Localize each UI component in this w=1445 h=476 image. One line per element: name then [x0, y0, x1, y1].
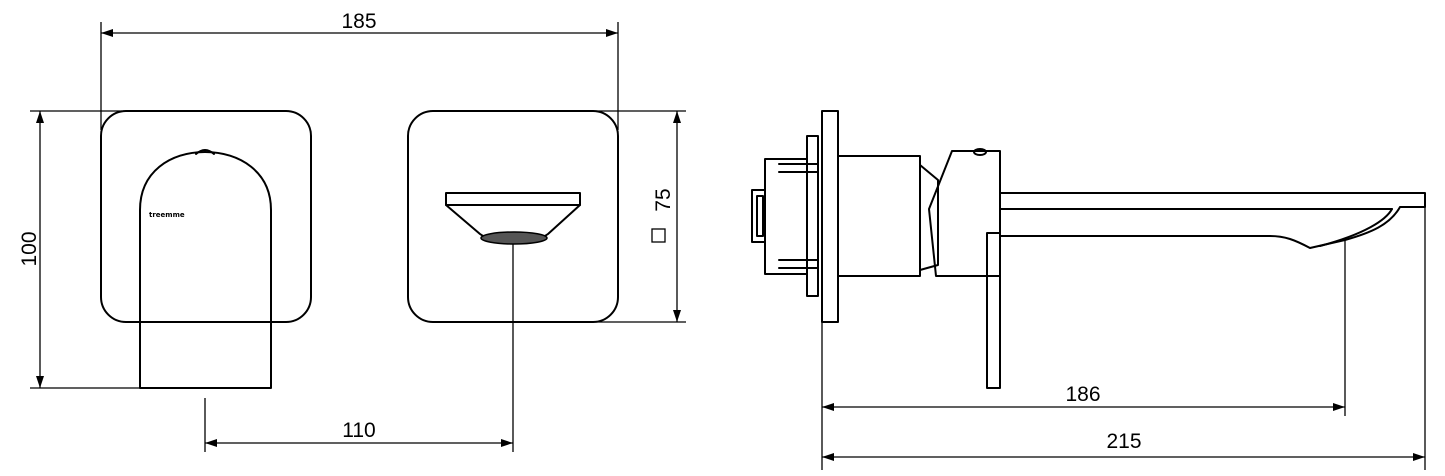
mixer-handle [139, 151, 272, 389]
dim-110: 110 [342, 419, 375, 442]
wall-plate [821, 110, 839, 323]
front-dimensions: 185 100 75 110 [18, 10, 686, 452]
mixer-plate [100, 110, 312, 323]
aerator [480, 231, 548, 245]
dim-100: 100 [18, 231, 41, 266]
front-view: treemme [100, 110, 666, 389]
handle-top-detail [195, 149, 215, 155]
dim-186: 186 [1065, 383, 1100, 406]
brand-logo: treemme [149, 211, 185, 219]
side-view [751, 110, 1426, 389]
dim-215: 215 [1106, 430, 1141, 453]
dim-185: 185 [341, 10, 376, 33]
side-handle [986, 232, 1001, 389]
side-dimensions: 186 215 [821, 207, 1426, 470]
dim-75: 75 [652, 188, 675, 211]
side-spout [999, 192, 1426, 249]
square-symbol [651, 228, 666, 243]
